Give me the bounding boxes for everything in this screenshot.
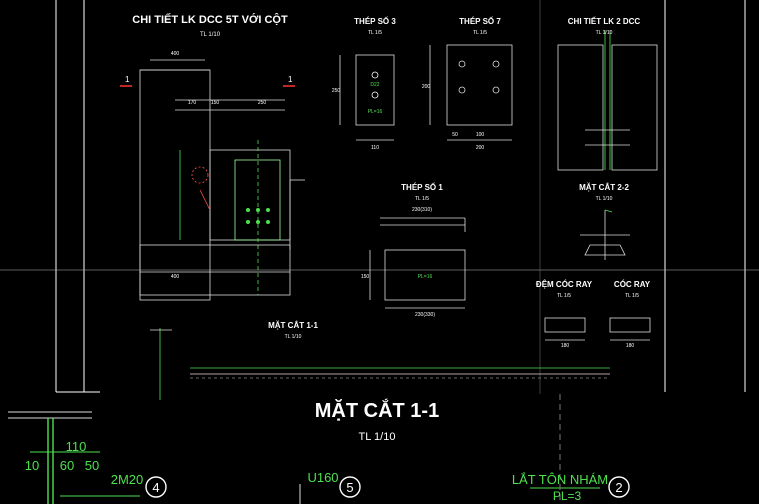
scale-section11-small: TL 1/10	[285, 334, 302, 340]
detail2-drawing	[557, 30, 658, 171]
dim-label: 200	[422, 84, 431, 90]
dim-110: 110	[66, 439, 87, 454]
dim-50: 50	[85, 458, 99, 473]
callout-pl3: PL=3	[553, 489, 582, 503]
callout-2m20: 2M20	[111, 472, 144, 487]
callout-bubble-5: 5	[339, 476, 361, 498]
callout-bubble-2: 2	[608, 476, 630, 498]
scale-steel7: TL 1/5	[473, 30, 487, 36]
dim-label: 180	[626, 343, 635, 349]
callout-lat-ton-nham: LẮT TÔN NHÁM	[512, 472, 608, 487]
section11-beam	[150, 328, 610, 400]
scale-main-detail: TL 1/10	[200, 32, 221, 38]
title-rail-clip: CÓC RAY	[614, 280, 651, 289]
main-detail-drawing	[139, 59, 305, 301]
dim-label: 250	[258, 100, 267, 106]
dim-label: 110	[371, 145, 379, 151]
scale-steel1: TL 1/5	[415, 196, 429, 202]
scale-rail-clip: TL 1/5	[625, 293, 639, 299]
section-marker-right: 1	[283, 75, 295, 87]
dim-label: 170	[188, 100, 197, 106]
title-main-detail: CHI TIẾT LK DCC 5T VỚI CỘT	[132, 13, 288, 26]
dim-label: 150	[361, 274, 370, 280]
callout-bubble-4: 4	[145, 476, 167, 498]
dimension-labels: 400 170 150 250 400 110 250 D22 PL=16 20…	[171, 51, 635, 349]
washer-drawing	[544, 317, 651, 341]
section-marker-label: 1	[288, 75, 293, 84]
dim-label: 400	[171, 274, 180, 280]
title-section22: MẶT CẮT 2-2	[579, 183, 629, 192]
dim-label: 50	[452, 132, 458, 138]
dim-label: 230(330)	[415, 312, 435, 318]
steel7-drawing	[429, 44, 513, 141]
big-section-labels: 110 10 60 50 2M20 U160 LẮT TÔN NHÁM PL=3	[25, 439, 608, 503]
dim-label: 400	[171, 51, 180, 57]
title-section11-small: MẶT CẮT 1-1	[268, 321, 318, 330]
plate-label: PL=16	[418, 274, 433, 280]
dim-60: 60	[60, 458, 74, 473]
dim-label: 250	[332, 88, 341, 94]
scale-detail2: TL 1/10	[596, 30, 613, 36]
plate-label: PL=16	[368, 109, 383, 115]
title-steel1: THÉP SỐ 1	[401, 182, 443, 192]
title-washer: ĐỆM CÓC RAY	[536, 280, 593, 289]
big-section-lines	[8, 394, 600, 504]
title-detail2: CHI TIẾT LK 2 DCC	[568, 16, 641, 26]
callout-u160: U160	[307, 470, 338, 485]
anchor-bolts	[246, 208, 270, 224]
plate-label: D22	[370, 82, 379, 88]
dim-label: 200	[476, 145, 485, 151]
section-marker-label: 1	[125, 75, 130, 84]
title-steel7: THÉP SỐ 7	[459, 16, 501, 26]
steel3-drawing	[339, 54, 395, 141]
scale-washer: TL 1/5	[557, 293, 571, 299]
title-steel3: THÉP SỐ 3	[354, 16, 396, 26]
dim-10: 10	[25, 458, 39, 473]
svg-text:2: 2	[615, 480, 622, 495]
scale-steel3: TL 1/5	[368, 30, 382, 36]
title-section11-big: MẶT CẮT 1-1	[315, 398, 439, 422]
steel1-drawing	[369, 217, 466, 309]
section-marker-left: 1	[120, 75, 132, 87]
dim-label: 150	[211, 100, 220, 106]
svg-text:5: 5	[346, 480, 353, 495]
section22-drawing	[580, 209, 630, 260]
dim-label: 180	[561, 343, 570, 349]
scale-section22: TL 1/10	[596, 196, 613, 202]
scale-section11-big: TL 1/10	[359, 431, 396, 443]
svg-text:4: 4	[152, 480, 159, 495]
dim-label: 100	[476, 132, 485, 138]
dim-label: 230(310)	[412, 207, 432, 213]
frame-lines	[0, 0, 759, 394]
